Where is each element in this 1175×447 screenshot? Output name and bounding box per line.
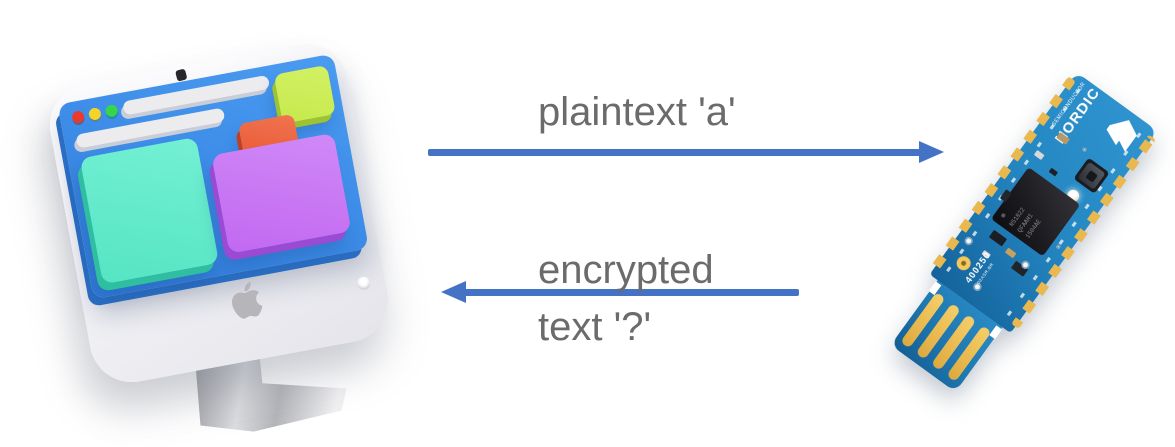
traffic-light-green-icon: [104, 103, 119, 118]
monitor-body: [43, 37, 395, 389]
component: [1004, 247, 1017, 259]
via-dot: [1081, 146, 1088, 153]
encrypted-label-line2: text '?': [538, 305, 652, 349]
push-button: [1073, 157, 1110, 194]
encrypted-label-line1: encrypted: [538, 248, 714, 292]
component: [988, 229, 1008, 247]
plaintext-label: plaintext 'a': [538, 90, 736, 134]
chip-pin1-dot: [1000, 212, 1007, 219]
encrypted-label: encrypted text '?': [538, 242, 714, 356]
arrow-head-left-icon: [441, 281, 466, 303]
camera-icon: [175, 68, 188, 82]
component: [1033, 149, 1045, 161]
traffic-light-yellow-icon: [87, 106, 102, 121]
usb-dongle-illustration: SEMICONDUCTOR NORDIC N51822 QFAAH1 1504A…: [883, 72, 1158, 398]
chip-marking-text: N51822 QFAAH1 1504AE: [1008, 206, 1043, 240]
power-dot: [356, 275, 372, 291]
traffic-light-red-icon: [71, 110, 86, 125]
arrow-shaft: [428, 149, 922, 156]
apple-logo-icon: [227, 278, 266, 323]
dongle-pcb: SEMICONDUCTOR NORDIC N51822 QFAAH1 1504A…: [929, 72, 1158, 334]
component: [1048, 167, 1059, 177]
usb-notch: [989, 325, 1003, 340]
nordic-logo-icon: [1102, 113, 1141, 152]
browser-address-bar: [122, 74, 271, 116]
window-tile-purple: [211, 132, 352, 254]
plaintext-arrow: [428, 141, 944, 163]
computer-illustration: [0, 0, 460, 447]
computer-screen: [57, 53, 369, 300]
arrow-shaft: [463, 289, 799, 296]
window-tile-teal: [79, 136, 220, 285]
arrow-head-right-icon: [919, 141, 944, 163]
soc-chip: N51822 QFAAH1 1504AE: [990, 167, 1081, 257]
encrypted-arrow: [441, 281, 799, 303]
